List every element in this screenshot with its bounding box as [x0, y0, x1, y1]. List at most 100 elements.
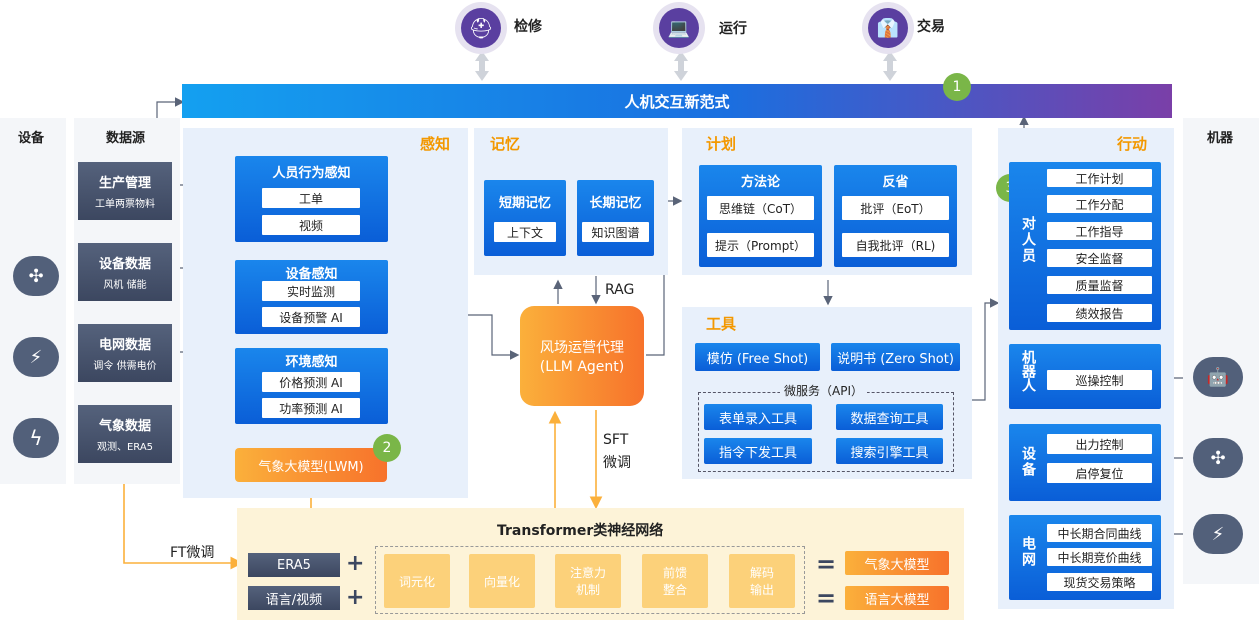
plan-item-rl: 自我批评（RL): [842, 233, 949, 257]
action-item-quality: 质量监督: [1047, 276, 1152, 294]
perception-group-device-title: 设备感知: [285, 267, 338, 282]
memory-long-title: 长期记忆: [589, 196, 642, 211]
output-language-model: 语言大模型: [845, 586, 949, 610]
agent-line2: (LLM Agent): [539, 359, 625, 375]
tool-search: 搜索引擎工具: [836, 438, 943, 464]
action-item-plan: 工作计划: [1047, 169, 1152, 187]
memory-title: 记忆: [490, 135, 521, 153]
llm-agent-box: 风场运营代理 (LLM Agent): [520, 306, 644, 406]
transformer-title: Transformer类神经网络: [497, 523, 664, 539]
power-tower-icon-2: ⚡: [1193, 514, 1243, 554]
banner-title: 人机交互新范式: [624, 92, 730, 111]
machines-heading: 机器: [1207, 131, 1234, 146]
datasource-weather-sub: 观测、ERA5: [96, 442, 154, 453]
datasource-production-title: 生产管理: [98, 176, 151, 191]
machines-column: [1183, 118, 1259, 584]
memory-short-item: 上下文: [494, 222, 556, 242]
plus-sign-1: +: [346, 551, 365, 576]
plan-method-title: 方法论: [740, 175, 780, 190]
action-item-report: 绩效报告: [1047, 304, 1152, 322]
input-language-video: 语言/视频: [248, 586, 340, 610]
equals-sign-1: =: [816, 550, 837, 578]
tool-free-shot: 模仿 (Free Shot): [695, 343, 820, 371]
datasource-grid-title: 电网数据: [98, 338, 151, 353]
datasource-device-sub: 风机 储能: [103, 280, 147, 291]
action-item-guide: 工作指导: [1047, 222, 1152, 240]
perception-item-device-alarm: 设备预警 AI: [262, 307, 360, 327]
input-era5: ERA5: [248, 553, 340, 577]
action-item-spot: 现货交易策略: [1047, 573, 1152, 591]
plan-item-cot: 思维链（CoT）: [707, 196, 814, 220]
worker-icon: ⛑: [455, 2, 507, 54]
perception-group-env-title: 环境感知: [285, 355, 338, 370]
action-grid-label: 电网: [1020, 536, 1036, 568]
perception-title: 感知: [420, 135, 451, 153]
tool-zero-shot: 说明书 (Zero Shot): [831, 343, 960, 371]
action-title: 行动: [1117, 135, 1148, 153]
step-feedforward: 前馈 整合: [642, 554, 708, 608]
datasource-weather: 气象数据 观测、ERA5: [78, 405, 172, 463]
datasource-weather-title: 气象数据: [98, 419, 151, 434]
finetune-label: 微调: [603, 455, 631, 471]
tools-title: 工具: [706, 315, 737, 333]
tool-command: 指令下发工具: [704, 438, 812, 464]
action-people: [1009, 162, 1161, 330]
datasource-production-sub: 工单两票物料: [95, 199, 155, 210]
action-device-label: 设备: [1020, 446, 1036, 478]
action-item-safety: 安全监督: [1047, 249, 1152, 267]
agent-line1: 风场运营代理: [540, 340, 624, 356]
badge-1: 1: [943, 73, 971, 101]
role-label-maintenance: 检修: [514, 19, 542, 35]
plan-title: 计划: [706, 135, 737, 153]
transformer-steps-frame: [375, 546, 805, 614]
datasource-grid: 电网数据 调令 供需电价: [78, 324, 172, 382]
power-tower-icon: ⚡: [13, 337, 59, 377]
step-tokenize: 词元化: [384, 554, 450, 608]
interaction-banner: 人机交互新范式: [182, 84, 1172, 118]
action-item-bidding: 中长期竞价曲线: [1047, 548, 1152, 566]
action-item-contract: 中长期合同曲线: [1047, 524, 1152, 542]
perception-item-monitor: 实时监测: [262, 281, 360, 301]
datasource-device: 设备数据 风机 储能: [78, 243, 172, 301]
rag-label: RAG: [605, 282, 635, 298]
tool-data-query: 数据查询工具: [836, 404, 943, 430]
role-label-operation: 运行: [719, 21, 747, 37]
action-robot-label: 机器人: [1020, 350, 1036, 392]
action-item-patrol: 巡操控制: [1047, 370, 1152, 390]
perception-item-price-forecast: 价格预测 AI: [262, 372, 360, 392]
memory-long-item: 知识图谱: [582, 222, 649, 242]
perception-item-video: 视频: [262, 215, 360, 235]
devices-heading: 设备: [18, 131, 45, 146]
step-vectorize: 向量化: [469, 554, 535, 608]
action-item-restart: 启停复位: [1047, 463, 1152, 483]
action-item-assign: 工作分配: [1047, 195, 1152, 213]
perception-item-workorder: 工单: [262, 188, 360, 208]
perception-group-people-title: 人员行为感知: [272, 166, 351, 181]
wind-turbine-icon-2: ✣: [1193, 438, 1243, 478]
badge-2: 2: [373, 434, 401, 462]
perception-item-power-forecast: 功率预测 AI: [262, 398, 360, 418]
ft-label: FT微调: [170, 545, 215, 561]
lwm-box: 气象大模型(LWM): [235, 448, 387, 482]
wind-turbine-icon: ✣: [13, 256, 59, 296]
robot-icon: 🤖: [1193, 357, 1243, 397]
datasource-heading: 数据源: [106, 131, 146, 146]
plan-reflect-title: 反省: [882, 175, 909, 190]
trader-icon: 👔: [862, 2, 914, 54]
sft-label: SFT: [603, 432, 629, 448]
lightning-icon: ϟ: [13, 418, 59, 458]
plan-item-prompt: 提示（Prompt）: [707, 233, 814, 257]
step-attention: 注意力 机制: [555, 554, 621, 608]
action-people-label: 对人员: [1020, 216, 1036, 264]
plus-sign-2: +: [346, 585, 365, 610]
memory-short-title: 短期记忆: [498, 196, 551, 211]
memory-long: 长期记忆: [577, 180, 654, 256]
action-item-output: 出力控制: [1047, 434, 1152, 454]
output-weather-model: 气象大模型: [845, 551, 949, 575]
datasource-production: 生产管理 工单两票物料: [78, 162, 172, 220]
datasource-grid-sub: 调令 供需电价: [93, 361, 157, 372]
plan-item-eot: 批评（EoT）: [842, 196, 949, 220]
memory-short: 短期记忆: [484, 180, 566, 256]
microservice-label: 微服务（API）: [780, 382, 867, 399]
role-label-trading: 交易: [917, 19, 945, 35]
